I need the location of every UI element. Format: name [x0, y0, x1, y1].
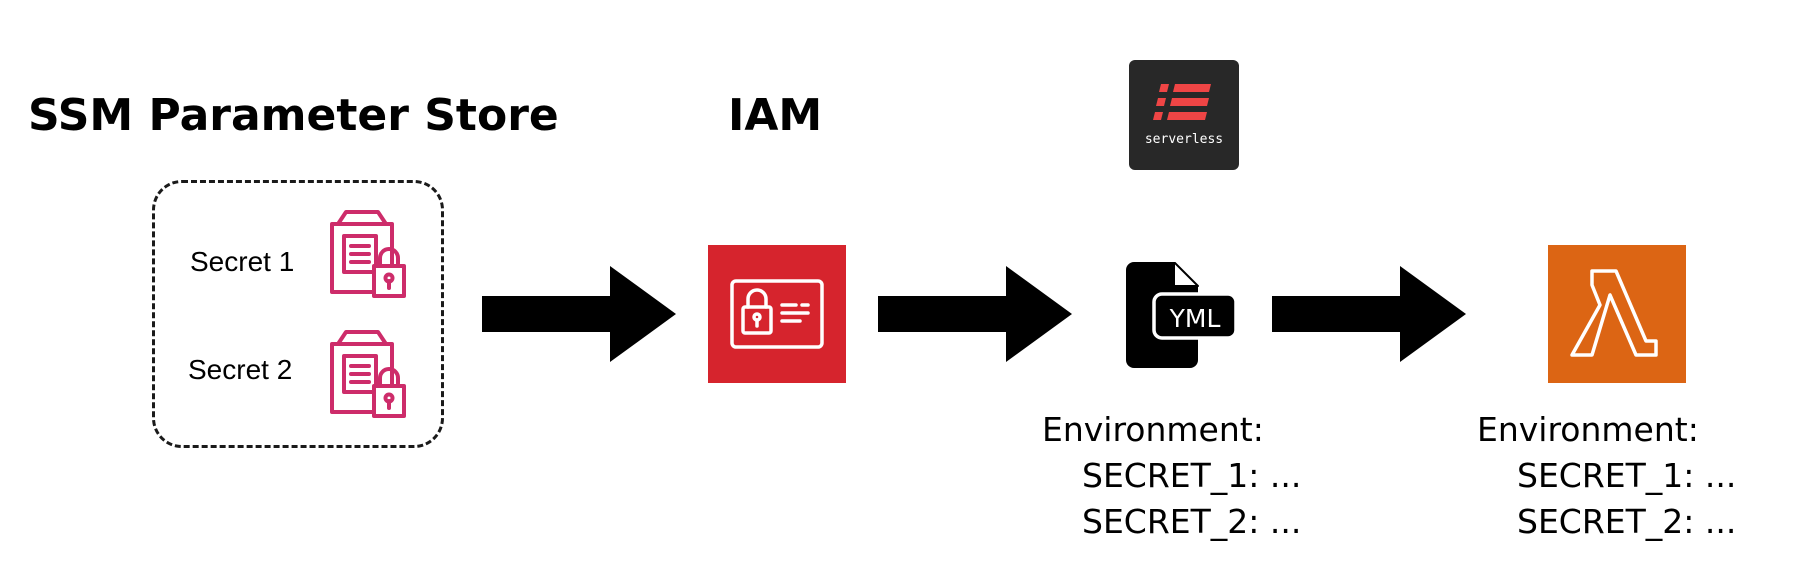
lambda-environment-secret-1: SECRET_1: ...: [1517, 456, 1737, 495]
iam-title: IAM: [728, 90, 823, 141]
arrow-icon: [878, 266, 1072, 362]
lambda-environment-block: Environment: SECRET_1: ... SECRET_2: ...: [1477, 407, 1736, 545]
yml-environment-title: Environment:: [1042, 410, 1264, 449]
secret-1-label: Secret 1: [190, 246, 295, 277]
yml-icon-label: YML: [1169, 304, 1221, 333]
lambda-environment-title: Environment:: [1477, 410, 1699, 449]
lambda-environment-secret-2: SECRET_2: ...: [1517, 502, 1737, 541]
lambda-icon: [1570, 269, 1658, 357]
ssm-parameter-store-title: SSM Parameter Store: [28, 90, 559, 141]
yml-environment-secret-1: SECRET_1: ...: [1082, 456, 1302, 495]
lambda-service-tile: [1548, 245, 1686, 383]
iam-service-tile: [708, 245, 846, 383]
iam-icon: [730, 279, 824, 349]
arrow-icon: [482, 266, 676, 362]
yml-environment-secret-2: SECRET_2: ...: [1082, 502, 1302, 541]
yml-file-icon: YML: [1126, 262, 1238, 368]
secrets-group: [152, 180, 444, 448]
secret-2-label: Secret 2: [188, 354, 293, 385]
serverless-logo-text: serverless: [1144, 132, 1224, 147]
yml-environment-block: Environment: SECRET_1: ... SECRET_2: ...: [1042, 407, 1301, 545]
serverless-logo-icon: [1153, 84, 1211, 120]
serverless-framework-badge: serverless: [1129, 60, 1239, 170]
arrow-icon: [1272, 266, 1466, 362]
secret-1-icon: [330, 210, 406, 298]
secret-2-icon: [330, 330, 406, 418]
